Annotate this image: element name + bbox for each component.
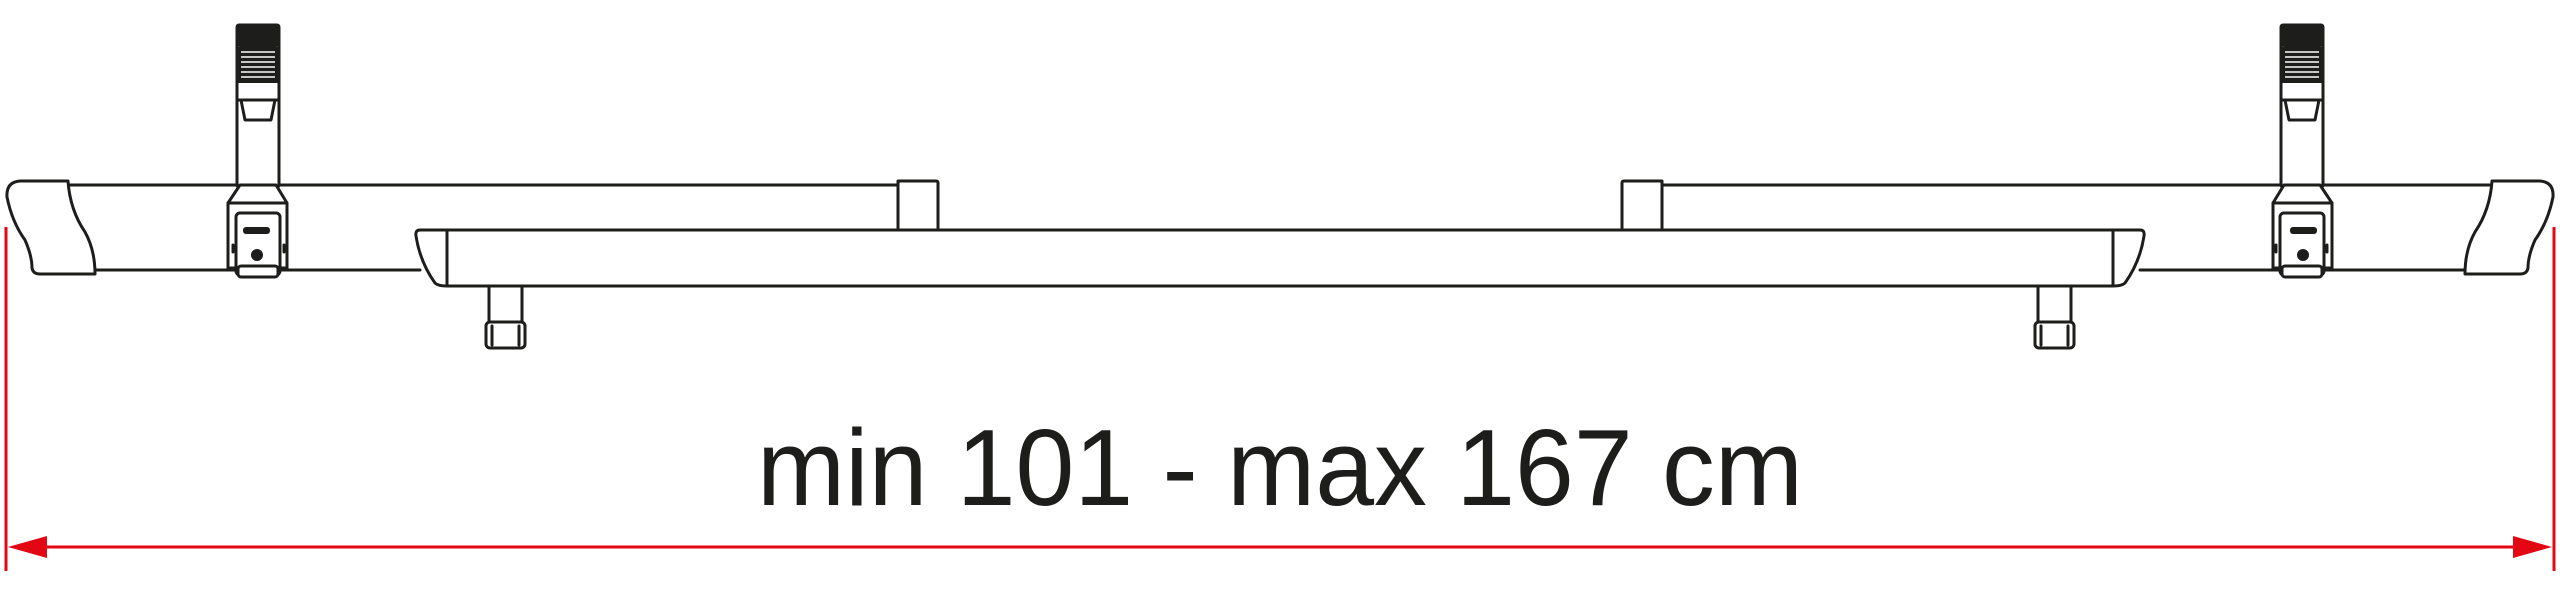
left-arrowhead-icon bbox=[8, 536, 47, 558]
right-arrowhead-icon bbox=[2513, 536, 2552, 558]
dimension-label: min 101 - max 167 cm bbox=[757, 407, 1803, 529]
dimension-line bbox=[4, 227, 2556, 571]
right-half bbox=[1278, 23, 2555, 350]
inner-bar-center bbox=[1268, 228, 1292, 288]
left-half bbox=[5, 23, 1282, 350]
